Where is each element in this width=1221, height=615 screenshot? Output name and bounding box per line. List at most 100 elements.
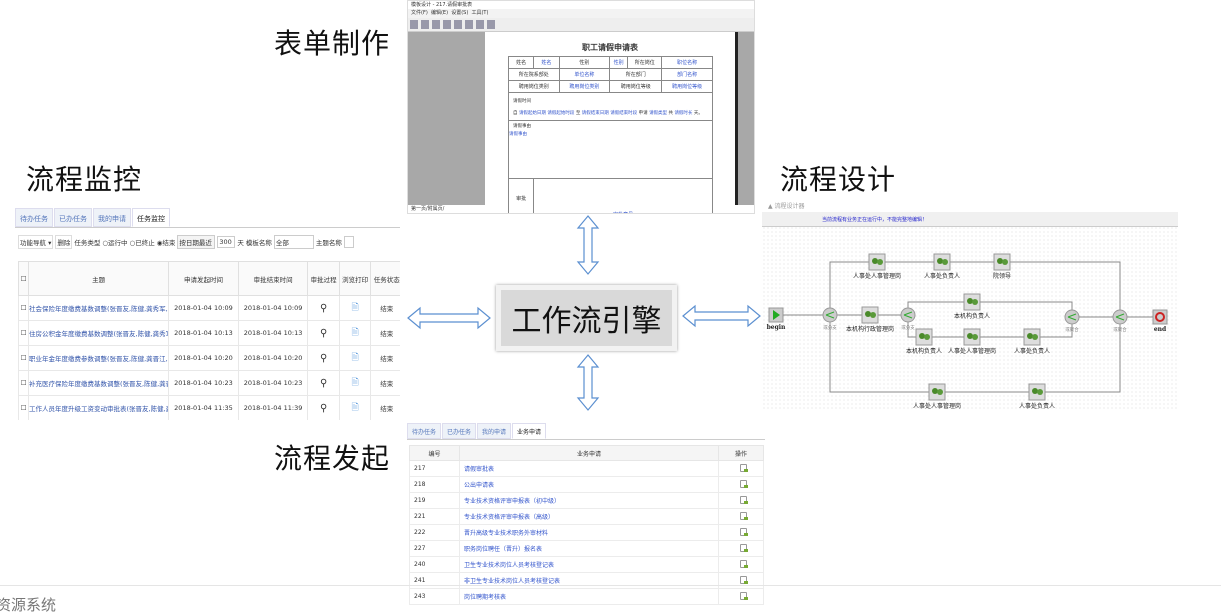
menu-settings[interactable]: 设置(S): [451, 10, 469, 16]
print-preview-icon[interactable]: 🗎: [338, 295, 372, 321]
menu-edit[interactable]: 编辑(E): [430, 10, 449, 16]
edit-icon[interactable]: [739, 559, 748, 568]
form-link[interactable]: 职务岗位聘任（晋升）报名表: [459, 540, 719, 557]
form-link[interactable]: 请假审批表: [459, 460, 719, 477]
edit-icon[interactable]: [739, 495, 748, 504]
menu-tools[interactable]: 工具(T): [471, 10, 489, 16]
tool-icon[interactable]: [476, 20, 484, 29]
gateway-icon[interactable]: [900, 307, 916, 323]
page-tabs[interactable]: 第一页/附属页/: [411, 206, 445, 212]
tab-todo[interactable]: 待办任务: [15, 208, 53, 227]
field[interactable]: 单位名称: [558, 68, 611, 81]
template-select[interactable]: 全部: [273, 235, 314, 249]
field[interactable]: 聘用岗位类别: [558, 80, 611, 93]
exit-icon[interactable]: [487, 20, 495, 29]
field[interactable]: 请假类型: [649, 110, 668, 116]
tool-icon[interactable]: [454, 20, 462, 29]
tab-bar: 待办任务 已办任务 我的申请 业务申请: [407, 423, 765, 440]
row-checkbox[interactable]: ☐: [18, 395, 29, 420]
edit-icon[interactable]: [739, 511, 748, 520]
row-checkbox[interactable]: ☐: [18, 320, 29, 346]
radio-finished[interactable]: ◉结束: [156, 239, 176, 247]
tab-my-requests[interactable]: 我的申请: [477, 423, 512, 439]
new-icon[interactable]: [410, 20, 418, 29]
field[interactable]: 职位名称: [661, 56, 713, 69]
row-checkbox[interactable]: ☐: [18, 295, 29, 321]
form-link[interactable]: 公出申请表: [459, 476, 719, 493]
edit-icon[interactable]: [739, 543, 748, 552]
tab-monitor[interactable]: 任务监控: [132, 208, 170, 227]
gateway-icon[interactable]: [1112, 309, 1128, 325]
select-all-checkbox[interactable]: ☐: [18, 261, 29, 296]
form-page: 职工请假申请表 姓名姓名性别性别所在岗位职位名称 所在院系部处单位名称所在部门部…: [485, 32, 735, 213]
menu-file[interactable]: 文件(F): [411, 10, 428, 16]
edit-icon[interactable]: [739, 575, 748, 584]
edit-icon[interactable]: [739, 527, 748, 536]
subject-link[interactable]: 社会保险年度缴费基数调整(张晋友,陈健,龚秀军,龚晋...: [27, 295, 170, 321]
form-link[interactable]: 岗位聘期考核表: [459, 588, 719, 605]
search-icon[interactable]: ⚲: [307, 320, 340, 346]
label-design: 流程设计: [780, 163, 897, 196]
row-checkbox[interactable]: ☐: [18, 345, 29, 371]
subject-link[interactable]: 住房公积金年度缴费基数调整(张晋友,陈健,龚秀军,龚...: [27, 320, 170, 346]
field[interactable]: 请假起始时段: [547, 110, 575, 116]
print-preview-icon[interactable]: 🗎: [338, 320, 372, 346]
nav-button[interactable]: 功能导航 ▾: [18, 235, 54, 249]
search-icon[interactable]: ⚲: [307, 370, 340, 396]
radio-running[interactable]: ○运行中: [102, 239, 128, 247]
row-checkbox[interactable]: ☐: [18, 370, 29, 396]
edit-icon[interactable]: [739, 591, 748, 600]
tab-business[interactable]: 业务申请: [512, 423, 547, 439]
save-icon[interactable]: [421, 20, 429, 29]
form-link[interactable]: 非卫生专业技术岗位人员考核登记表: [459, 572, 719, 589]
table-row[interactable]: ☐职业年金年度缴费参数调整(张晋友,陈健,龚晋江,陈瑶...2018-01-04…: [18, 345, 400, 371]
print-preview-icon[interactable]: 🗎: [338, 370, 372, 396]
field[interactable]: 部门名称: [661, 68, 713, 81]
field[interactable]: 请假结束日期: [581, 110, 609, 116]
search-icon[interactable]: ⚲: [307, 395, 340, 420]
reason-field[interactable]: 请假事由: [509, 132, 527, 137]
date-select[interactable]: 按日期最近: [177, 235, 216, 249]
node-label: end: [1154, 326, 1167, 333]
form-link[interactable]: 卫生专业技术岗位人员考核登记表: [459, 556, 719, 573]
search-icon[interactable]: ⚲: [307, 345, 340, 371]
tool-icon[interactable]: [443, 20, 451, 29]
field[interactable]: 性别: [609, 56, 629, 69]
tab-todo[interactable]: 待办任务: [407, 423, 442, 439]
search-icon[interactable]: ⚲: [307, 295, 340, 321]
days-input[interactable]: 300: [217, 236, 236, 248]
table-row[interactable]: ☐住房公积金年度缴费基数调整(张晋友,陈健,龚秀军,龚...2018-01-04…: [18, 320, 400, 346]
tool-icon[interactable]: [432, 20, 440, 29]
tab-done[interactable]: 已办任务: [54, 208, 92, 227]
field[interactable]: 请假起始日期: [518, 110, 546, 116]
field[interactable]: 请假结束时段: [610, 110, 638, 116]
approve-field[interactable]: 审批意见: [533, 178, 713, 213]
form-link[interactable]: 专业技术资格评审申报表（高级）: [459, 508, 719, 525]
field[interactable]: 姓名: [533, 56, 560, 69]
tool-icon[interactable]: [465, 20, 473, 29]
print-preview-icon[interactable]: 🗎: [338, 345, 372, 371]
subject-link[interactable]: 补充医疗保险年度缴费基数调整(张晋友,陈健,龚晋江...: [27, 370, 170, 396]
tab-my-requests[interactable]: 我的申请: [93, 208, 131, 227]
form-link[interactable]: 晋升高级专业技术职务外审材料: [459, 524, 719, 541]
field[interactable]: 聘用岗位等级: [661, 80, 713, 93]
table-row[interactable]: ☐社会保险年度缴费基数调整(张晋友,陈健,龚秀军,龚晋...2018-01-04…: [18, 295, 400, 321]
edit-icon[interactable]: [739, 463, 748, 472]
field[interactable]: 请假时长: [674, 110, 693, 116]
gateway-icon[interactable]: [822, 307, 838, 323]
edit-icon[interactable]: [739, 479, 748, 488]
table-row[interactable]: ☐补充医疗保险年度缴费基数调整(张晋友,陈健,龚晋江...2018-01-04 …: [18, 370, 400, 396]
form-designer-screenshot: 模板设计 - 217.请假审批表 文件(F) 编辑(E) 设置(S) 工具(T)…: [407, 0, 755, 214]
subject-link[interactable]: 工作人员年度升级工资变动审批表(张晋友,陈健,龚秀...: [27, 395, 170, 420]
tab-done[interactable]: 已办任务: [442, 423, 477, 439]
print-preview-icon[interactable]: 🗎: [338, 395, 372, 420]
subject-link[interactable]: 职业年金年度缴费参数调整(张晋友,陈健,龚晋江,陈瑶...: [27, 345, 170, 371]
table-row[interactable]: ☐工作人员年度升级工资变动审批表(张晋友,陈健,龚秀...2018-01-04 …: [18, 395, 400, 420]
form-link[interactable]: 专业技术资格评审申报表（初中级）: [459, 492, 719, 509]
gateway-icon[interactable]: [1064, 309, 1080, 325]
delete-button[interactable]: 删除: [55, 235, 73, 249]
subject-input[interactable]: [343, 236, 354, 248]
radio-stopped[interactable]: ○已终止: [129, 239, 155, 247]
